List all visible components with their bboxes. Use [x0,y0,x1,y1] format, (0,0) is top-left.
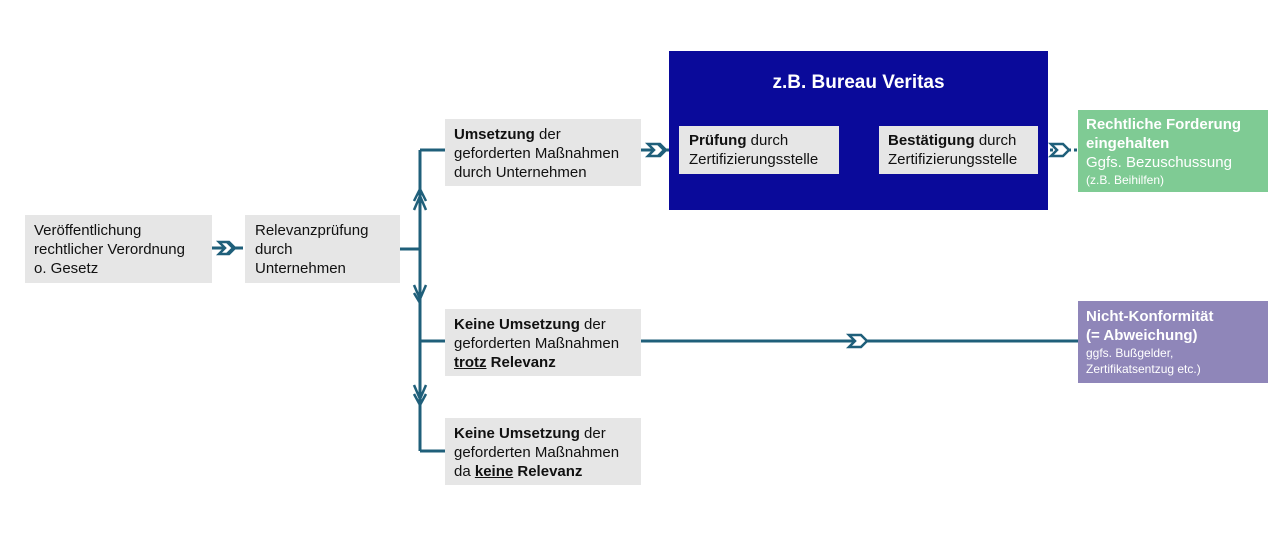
relevance-line-3: Unternehmen [255,260,346,277]
implementation-rest: der [534,126,561,143]
audit-line-2: Zertifizierungsstelle [689,151,819,168]
no-impl-irrelevant-line-2: geforderten Maßnahmen [454,444,620,461]
no-impl-relevant-rest: der [579,316,606,333]
relevance-check-box: Relevanzprüfung durch Unternehmen [245,215,400,283]
chevron-up-icon [412,186,428,211]
relevance-line-2: durch [255,241,293,258]
no-impl-relevant-underlined: trotz [454,354,487,371]
confirmation-bold: Bestätigung [888,132,975,149]
no-impl-irrelevant-rest: der [579,425,606,442]
no-impl-relevant-bold: Keine Umsetzung [454,316,580,333]
result-ok-line-4: (z.B. Beihilfen) [1086,173,1165,187]
provider-title: z.B. Bureau Veritas [772,72,945,93]
confirmation-box: Bestätigung durch Zertifizierungsstelle [879,126,1038,174]
no-impl-irrelevant-prefix: da [454,463,475,480]
publication-box: Veröffentlichung rechtlicher Verordnung … [25,215,212,283]
result-ok-line-2: eingehalten [1086,135,1170,152]
chevron-icon [644,142,668,158]
result-nc-line-2: (= Abweichung) [1086,327,1198,344]
no-implementation-irrelevant-box: Keine Umsetzung der geforderten Maßnahme… [445,418,641,485]
chevron-icon [1047,142,1071,158]
implementation-line-2: geforderten Maßnahmen [454,145,620,162]
implementation-box: Umsetzung der geforderten Maßnahmen durc… [445,119,641,186]
result-ok-line-3: Ggfs. Bezuschussung [1086,154,1232,171]
chevron-icon [845,333,869,349]
no-impl-irrelevant-rest3: Relevanz [513,463,583,480]
result-compliant-box: Rechtliche Forderung eingehalten Ggfs. B… [1078,110,1268,192]
confirmation-line-2: Zertifizierungsstelle [888,151,1018,168]
chevron-down-icon [412,284,428,304]
result-nc-line-4: Zertifikatsentzug etc.) [1086,362,1201,376]
audit-box: Prüfung durch Zertifizierungsstelle [679,126,839,174]
no-impl-relevant-line-2: geforderten Maßnahmen [454,335,620,352]
confirmation-rest: durch [974,132,1017,149]
no-impl-irrelevant-underlined: keine [474,463,514,480]
result-nc-line-3: ggfs. Bußgelder, [1086,346,1174,360]
no-impl-relevant-rest3: Relevanz [486,354,556,371]
result-nc-line-1: Nicht-Konformität [1086,308,1214,325]
relevance-line-1: Relevanzprüfung [255,222,369,239]
audit-bold: Prüfung [689,132,747,149]
implementation-line-3: durch Unternehmen [454,164,587,181]
publication-line-3: o. Gesetz [34,260,99,277]
chevron-icon [215,240,237,256]
publication-line-1: Veröffentlichung [34,222,142,239]
result-ok-line-1: Rechtliche Forderung [1086,116,1242,133]
publication-line-2: rechtlicher Verordnung [34,241,185,258]
chevron-down-icon [412,384,428,408]
no-implementation-relevant-box: Keine Umsetzung der geforderten Maßnahme… [445,309,641,376]
result-nonconformity-box: Nicht-Konformität (= Abweichung) ggfs. B… [1078,301,1268,383]
no-impl-irrelevant-bold: Keine Umsetzung [454,425,580,442]
implementation-bold: Umsetzung [454,126,535,143]
audit-rest: durch [746,132,789,149]
